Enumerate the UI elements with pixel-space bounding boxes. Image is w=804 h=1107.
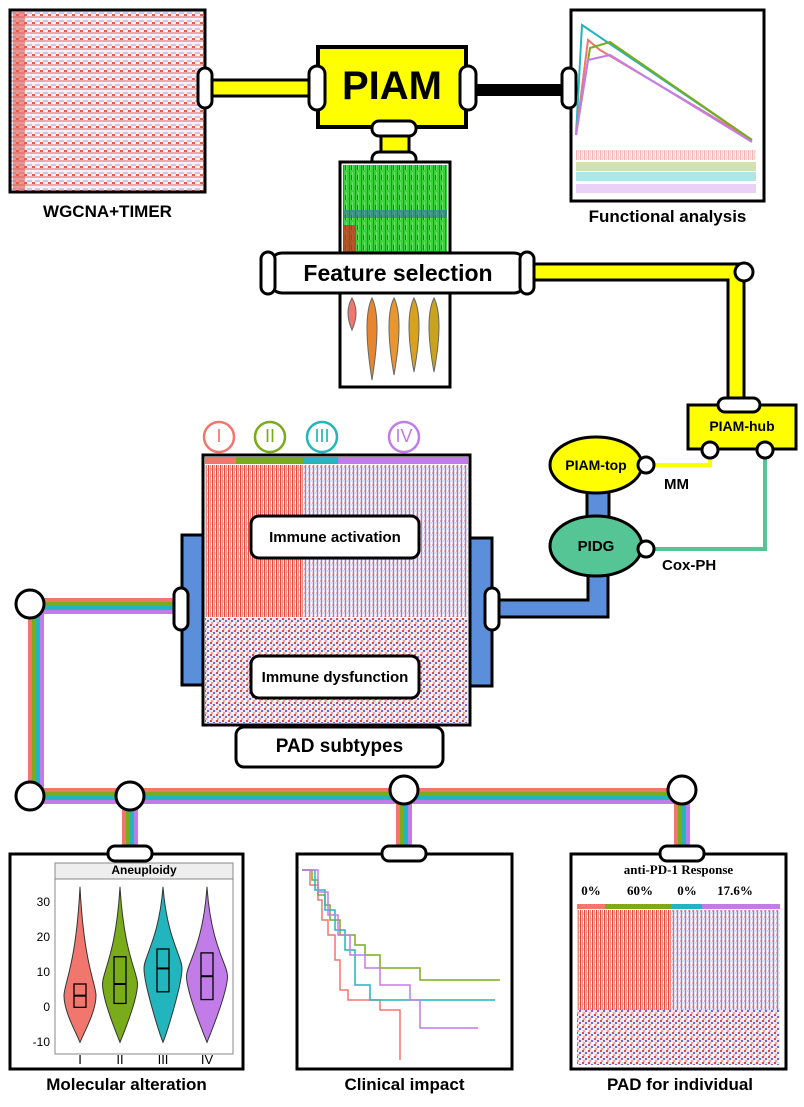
joint-molecular — [114, 780, 146, 812]
km-curve-iii — [302, 869, 495, 1001]
connector-feature-right — [518, 250, 536, 296]
joint-left-top — [14, 588, 46, 620]
subtype-circle-iv — [387, 420, 421, 454]
violin-box-iii — [156, 948, 170, 993]
individual-mixed-block — [577, 1010, 780, 1065]
connector-piam-left — [307, 64, 327, 112]
pipe-piam-functional — [474, 84, 566, 96]
pd1-value-iv: 17.6% — [717, 883, 753, 898]
subtype-label-ii: II — [264, 426, 275, 446]
pd1-value-iii: 0% — [677, 883, 697, 898]
pd1-value-ii: 60% — [627, 883, 653, 898]
violin-title: Aneuploidy — [111, 863, 177, 877]
km-curves — [302, 869, 500, 1060]
violin-ytick-20: 20 — [36, 930, 50, 944]
pad-subtypes-pill — [234, 725, 445, 769]
violin-ytick-10: 10 — [36, 965, 50, 979]
pad-subtypes-label: PAD subtypes — [275, 736, 404, 757]
immune-activation-box — [249, 514, 421, 560]
piam-hub-label: PIAM-hub — [709, 418, 775, 434]
subtype-circle-ii — [253, 420, 287, 454]
pd1-value-i: 0% — [581, 883, 601, 898]
subtype-circle-i — [202, 420, 236, 454]
enrichment-curves — [575, 23, 753, 143]
individual-blue-block — [672, 910, 780, 1010]
joint-individual — [666, 774, 698, 806]
piam-top-label: PIAM-top — [565, 457, 627, 473]
subtype-label-iv: IV — [395, 426, 413, 446]
wgcna-heatmap — [8, 8, 207, 194]
subtype-circle-iii — [305, 420, 339, 454]
pipe-feature-hub — [530, 262, 746, 412]
connector-wgcna — [196, 66, 214, 110]
violin-box-ii — [113, 956, 127, 1005]
violin-xtick-iii: III — [157, 1052, 169, 1067]
joint-feature-hub — [733, 261, 755, 283]
connector-hub-top — [716, 396, 762, 414]
clinical-label: Clinical impact — [344, 1075, 465, 1094]
pipe-wgcna-piam — [203, 78, 319, 98]
joint-hub-cox — [755, 440, 775, 460]
immune-dysfunction-box — [249, 654, 421, 700]
coxph-label: Cox-PH — [662, 557, 717, 574]
functional-plot — [569, 8, 766, 203]
violin-xtick-ii: II — [116, 1052, 124, 1067]
immune-dysfunction-label: Immune dysfunction — [261, 669, 409, 686]
violin-marks — [63, 886, 229, 1044]
pidg-label: PIDG — [577, 538, 615, 555]
violin-xtick-iv: IV — [200, 1052, 214, 1067]
subtype-label-iii: III — [314, 426, 330, 446]
mm-label: MM — [664, 476, 689, 493]
individual-label: PAD for individual — [606, 1075, 754, 1094]
subtype-label-i: I — [216, 426, 222, 446]
molecular-label: Molecular alteration — [46, 1075, 207, 1094]
connector-piam-bottom — [370, 119, 418, 138]
functional-label: Functional analysis — [588, 207, 747, 226]
km-curve-iv — [302, 869, 478, 1029]
violin-iii — [143, 886, 183, 1044]
connector-piam-right — [458, 64, 478, 112]
violin-iv — [185, 886, 229, 1044]
piam-title: PIAM — [342, 64, 442, 108]
violin-ytick-30: 30 — [36, 895, 50, 909]
violin-ytick-0: 0 — [43, 1000, 50, 1014]
violin-ytick-neg10: -10 — [32, 1035, 50, 1049]
individual-red-block — [577, 910, 672, 1010]
joint-hub-mm — [700, 440, 720, 460]
pd1-title: anti-PD-1 Response — [623, 862, 734, 877]
wgcna-label: WGCNA+TIMER — [43, 202, 172, 221]
connector-functional — [560, 66, 578, 110]
joint-clinical — [388, 774, 420, 806]
clinical-panel — [295, 852, 514, 1071]
violin-ii — [101, 886, 139, 1044]
violin-xtick-i: I — [78, 1052, 82, 1067]
violin-i — [63, 886, 97, 1044]
joint-left-bottom — [14, 780, 46, 812]
immune-activation-label: Immune activation — [269, 529, 401, 546]
feature-selection-label: Feature selection — [303, 260, 493, 286]
line-coxph — [645, 422, 767, 551]
feature-violins — [347, 296, 440, 381]
connector-feature-left — [259, 250, 277, 296]
